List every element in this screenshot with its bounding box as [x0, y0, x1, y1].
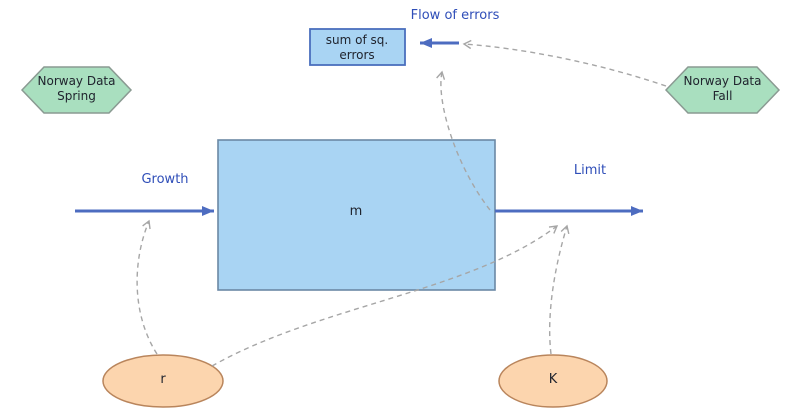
param-r-label[interactable]: r — [160, 372, 166, 387]
error-flow-label[interactable]: Flow of errors — [410, 8, 500, 23]
data-node-fall-hexagon[interactable] — [664, 66, 781, 114]
connector-datafall-to-errorflow[interactable] — [462, 39, 667, 87]
connector-r-to-growth[interactable] — [136, 219, 158, 355]
connector-m-to-errorsum[interactable] — [436, 70, 491, 211]
connector-r-to-limit[interactable] — [211, 225, 559, 367]
param-k-ellipse[interactable] — [498, 354, 608, 408]
stock-m-label[interactable]: m — [349, 204, 363, 219]
error-sum-label[interactable]: sum of sq. errors — [325, 33, 389, 62]
data-node-spring-hexagon[interactable] — [20, 66, 133, 114]
data-node-fall-label[interactable]: Norway Data Fall — [683, 74, 762, 103]
param-r-ellipse[interactable] — [102, 354, 224, 408]
outflow-limit-label[interactable]: Limit — [573, 163, 607, 178]
error-sum-box[interactable] — [309, 28, 406, 66]
connector-k-to-limit[interactable] — [548, 224, 570, 355]
inflow-growth-label[interactable]: Growth — [141, 172, 189, 187]
stock-m-box[interactable] — [217, 139, 496, 291]
data-node-spring-label[interactable]: Norway Data Spring — [37, 74, 116, 103]
param-k-label[interactable]: K — [548, 372, 558, 387]
